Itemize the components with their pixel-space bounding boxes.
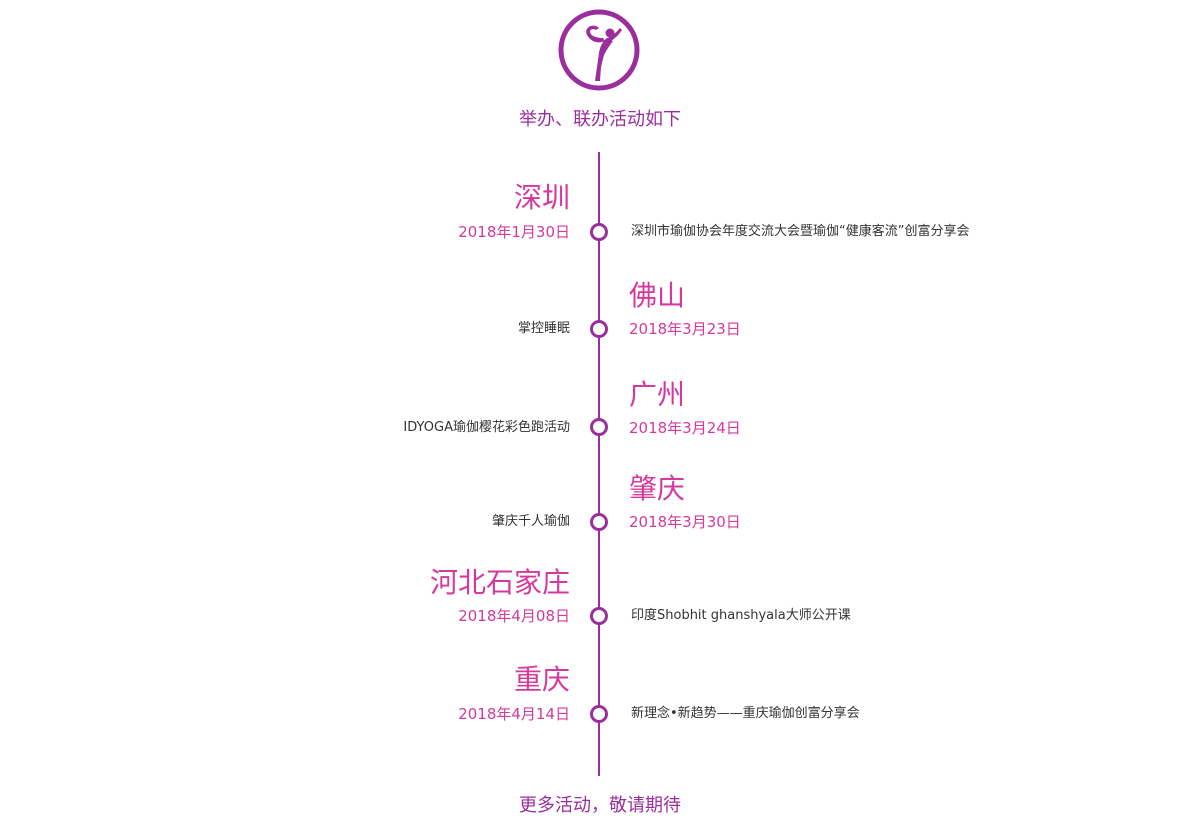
timeline-dot xyxy=(590,320,608,338)
event-city: 重庆 xyxy=(513,663,570,696)
timeline-dot xyxy=(590,418,608,436)
event-description: 印度Shobhit ghanshyala大师公开课 xyxy=(631,608,851,623)
event-city: 河北石家庄 xyxy=(429,566,570,599)
event-date: 2018年4月08日 xyxy=(458,607,570,625)
event-description: 新理念•新趋势——重庆瑜伽创富分享会 xyxy=(631,706,860,721)
event-city: 肇庆 xyxy=(629,472,686,505)
event-date: 2018年1月30日 xyxy=(458,223,570,241)
event-description: 掌控睡眠 xyxy=(517,321,570,336)
timeline-dot xyxy=(590,607,608,625)
event-date: 2018年3月24日 xyxy=(629,419,741,437)
event-date: 2018年3月30日 xyxy=(629,513,741,531)
page-title: 举办、联办活动如下 xyxy=(519,109,681,130)
event-city: 深圳 xyxy=(513,181,570,214)
event-city: 广州 xyxy=(629,378,686,411)
event-description: 肇庆千人瑜伽 xyxy=(491,514,570,529)
timeline-dot xyxy=(590,705,608,723)
footer-text: 更多活动，敬请期待 xyxy=(519,795,681,816)
timeline-dot xyxy=(590,513,608,531)
event-description: 深圳市瑜伽协会年度交流大会暨瑜伽“健康客流”创富分享会 xyxy=(631,224,970,239)
event-description: IDYOGA瑜伽樱花彩色跑活动 xyxy=(403,420,570,435)
event-date: 2018年4月14日 xyxy=(458,705,570,723)
timeline-line xyxy=(598,152,600,776)
yoga-pose-icon xyxy=(558,9,640,91)
event-city: 佛山 xyxy=(629,279,686,312)
event-date: 2018年3月23日 xyxy=(629,320,741,338)
timeline-dot xyxy=(590,223,608,241)
